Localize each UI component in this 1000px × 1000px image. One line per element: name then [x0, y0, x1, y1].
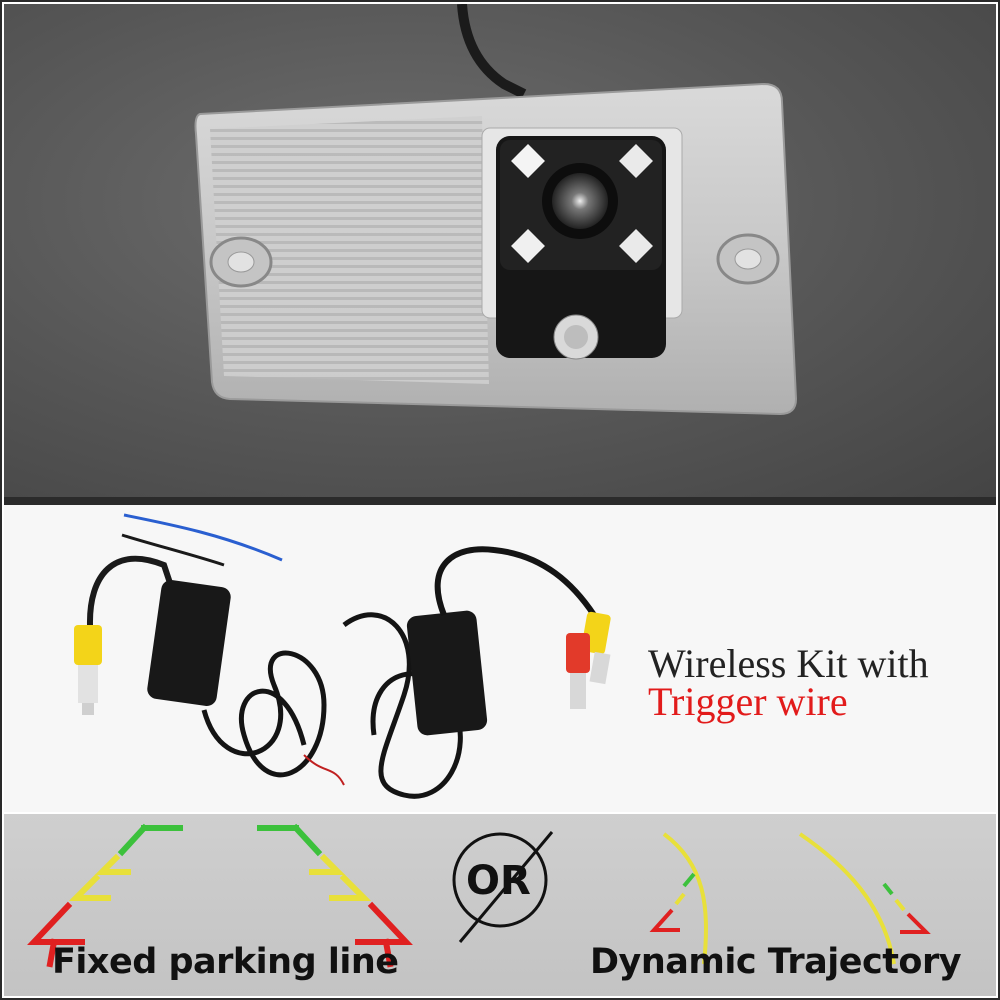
fixed-parking-line-label: Fixed parking line: [52, 942, 399, 982]
dynamic-trajectory-label: Dynamic Trajectory: [590, 942, 962, 982]
or-circle: [452, 832, 548, 928]
camera-photo: [194, 4, 798, 416]
camera-lens: [552, 173, 608, 229]
dynamic-trajectory-lines: [649, 832, 931, 965]
camera-photo-panel: [4, 4, 996, 497]
guideline-drawings: [27, 823, 931, 968]
receiver-box: [406, 610, 488, 736]
wireless-kit-panel: [4, 505, 996, 812]
kit-caption-line1: Wireless Kit with: [648, 641, 929, 686]
wireless-kit-photo: [74, 513, 611, 799]
fixed-parking-lines: [27, 823, 413, 968]
kit-caption-line2: Trigger wire: [648, 679, 848, 724]
or-label: OR: [466, 858, 531, 904]
panel-divider: [4, 497, 996, 505]
transmitter-box: [147, 580, 231, 706]
guideline-options-panel: [4, 814, 996, 996]
